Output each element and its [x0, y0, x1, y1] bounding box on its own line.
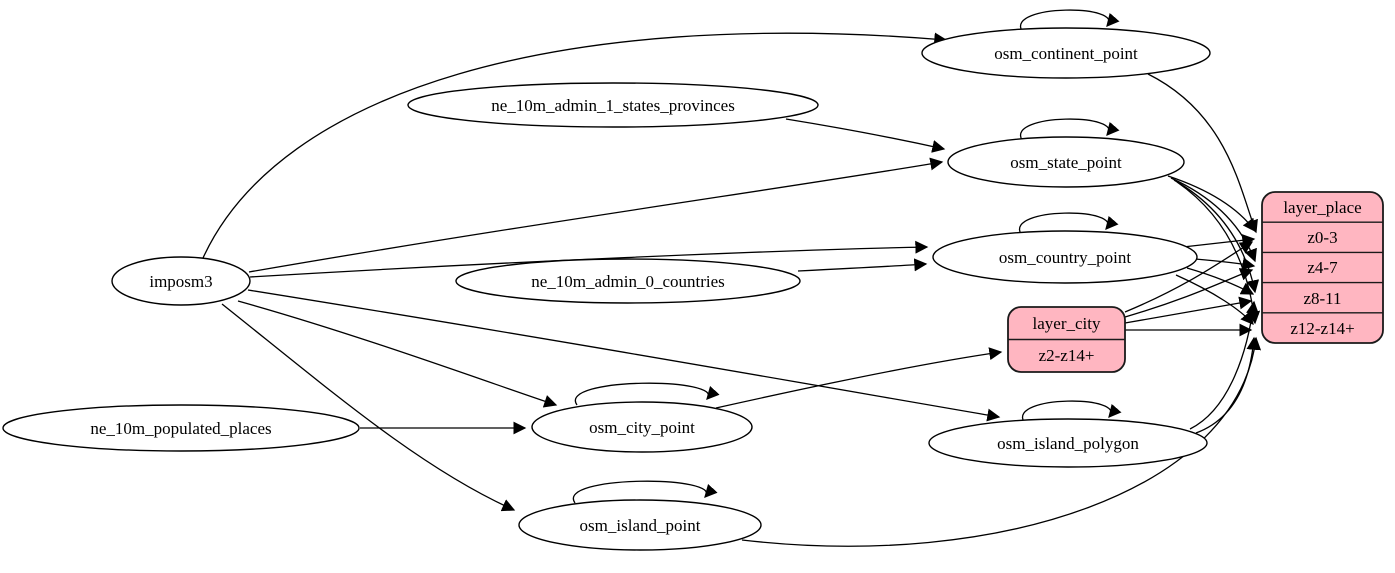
nodes-layer: imposm3 ne_10m_admin_1_states_provinces …	[2, 27, 1384, 551]
edge-island-polygon-z8-11	[1189, 300, 1259, 430]
edge-ne-admin0-country	[797, 258, 928, 272]
edge-layer-city-z8-11	[1124, 296, 1253, 324]
island-polygon-label: osm_island_polygon	[997, 434, 1139, 453]
layer-place-row-z12-z14: z12-z14+	[1290, 319, 1354, 338]
country-ellipse	[932, 230, 1198, 284]
ne-admin0-label: ne_10m_admin_0_countries	[531, 272, 725, 291]
node-osm-country-point: osm_country_point	[932, 230, 1198, 284]
state-label: osm_state_point	[1010, 153, 1122, 172]
layer-place-row-z4-7: z4-7	[1307, 258, 1338, 277]
selfloop-island-polygon	[1021, 400, 1122, 423]
imposm3-ellipse	[111, 256, 251, 306]
selfloop-island-point	[572, 480, 718, 504]
node-layer-city: layer_city z2-z14+	[1007, 306, 1126, 373]
node-osm-city-point: osm_city_point	[531, 401, 753, 453]
ne-admin1-ellipse	[407, 82, 819, 128]
edge-imposm3-country	[249, 240, 929, 278]
edge-ne-admin1-state	[785, 118, 946, 153]
selfloop-city	[574, 382, 720, 406]
edge-island-point-z12-z14	[741, 336, 1262, 547]
edge-imposm3-city	[237, 300, 558, 408]
layer-place-row-z8-11: z8-11	[1303, 289, 1341, 308]
edge-country-z4-7	[1194, 257, 1256, 271]
imposm3-label: imposm3	[149, 272, 212, 291]
continent-ellipse	[921, 27, 1211, 79]
node-ne-10m-admin-0-countries: ne_10m_admin_0_countries	[455, 258, 801, 304]
ne-admin0-ellipse	[455, 258, 801, 304]
node-osm-island-point: osm_island_point	[518, 499, 762, 551]
node-ne-10m-populated-places: ne_10m_populated_places	[2, 404, 360, 452]
layer-city-row-z2-z14: z2-z14+	[1039, 346, 1095, 365]
selfloop-state	[1019, 118, 1120, 141]
ne-populated-label: ne_10m_populated_places	[90, 419, 271, 438]
layer-city-title: layer_city	[1033, 314, 1101, 333]
node-layer-place: layer_place z0-3 z4-7 z8-11 z12-z14+	[1261, 191, 1384, 344]
island-point-label: osm_island_point	[580, 516, 701, 535]
edge-state-z8-11	[1173, 179, 1260, 294]
selfloop-continent	[1019, 9, 1120, 32]
layer-place-box	[1261, 191, 1384, 344]
country-label: osm_country_point	[999, 248, 1131, 267]
city-ellipse	[531, 401, 753, 453]
edge-imposm3-state	[248, 157, 944, 273]
ne-populated-ellipse	[2, 404, 360, 452]
state-ellipse	[947, 136, 1185, 188]
node-osm-state-point: osm_state_point	[947, 136, 1185, 188]
edge-imposm3-island-point	[221, 303, 516, 512]
node-ne-10m-admin-1-states-provinces: ne_10m_admin_1_states_provinces	[407, 82, 819, 128]
layer-place-row-z0-3: z0-3	[1307, 228, 1337, 247]
edge-layer-city-z4-7	[1124, 268, 1254, 318]
layer-place-title: layer_place	[1283, 198, 1361, 217]
edge-state-z0-3	[1167, 175, 1256, 233]
edge-city-layer-city	[715, 347, 1003, 409]
edge-continent-z0-3	[1147, 73, 1258, 234]
edge-imposm3-continent	[202, 32, 948, 259]
ne-admin1-label: ne_10m_admin_1_states_provinces	[491, 96, 735, 115]
edge-country-z8-11	[1186, 267, 1255, 295]
edge-country-z12-z14	[1175, 274, 1254, 325]
edge-layer-city-z0-3	[1124, 241, 1254, 313]
edges-layer	[202, 9, 1262, 547]
island-point-ellipse	[518, 499, 762, 551]
edge-country-z0-3	[1182, 234, 1256, 248]
node-osm-continent-point: osm_continent_point	[921, 27, 1211, 79]
selfloop-country	[1018, 212, 1119, 235]
city-label: osm_city_point	[589, 418, 695, 437]
node-imposm3: imposm3	[111, 256, 251, 306]
node-osm-island-polygon: osm_island_polygon	[928, 418, 1208, 468]
edge-imposm3-island-polygon	[247, 289, 1001, 422]
island-polygon-ellipse	[928, 418, 1208, 468]
edge-island-polygon-z12-z14	[1195, 336, 1260, 434]
continent-label: osm_continent_point	[994, 44, 1138, 63]
